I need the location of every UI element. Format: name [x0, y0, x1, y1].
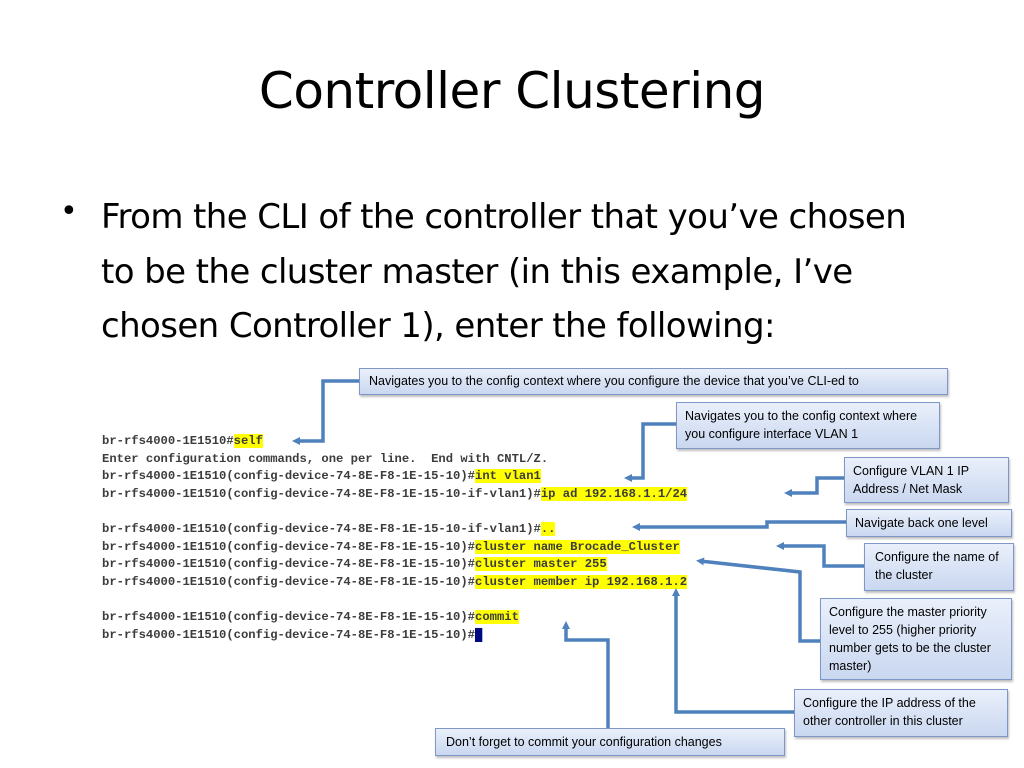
arrow-self	[292, 379, 359, 445]
callout-back: Navigate back one level	[846, 509, 1012, 537]
cli-line: br-rfs4000-1E1510(config-device-74-8E-F8…	[102, 574, 688, 592]
cli-line: br-rfs4000-1E1510(config-device-74-8E-F8…	[102, 556, 687, 574]
cli-prompt: br-rfs4000-1E1510(config-device-74-8E-F8…	[102, 574, 475, 589]
cli-line: br-rfs4000-1E1510(config-device-74-8E-F8…	[102, 539, 687, 557]
cli-command: ip ad 192.168.1.1/24	[540, 486, 688, 501]
arrow-cluster-member	[672, 588, 794, 714]
bullet-marker: •	[60, 194, 78, 229]
callout-self: Navigates you to the config context wher…	[359, 368, 948, 395]
bullet-text: From the CLI of the controller that you’…	[101, 197, 907, 346]
cli-line: br-rfs4000-1E1510(config-device-74-8E-F8…	[102, 627, 687, 645]
cli-command: cluster member ip 192.168.1.2	[475, 574, 688, 589]
cli-prompt: br-rfs4000-1E1510(config-device-74-8E-F8…	[102, 557, 475, 572]
callout-commit: Don’t forget to commit your configuratio…	[435, 728, 785, 756]
cli-blank-line	[102, 591, 687, 609]
cli-prompt: br-rfs4000-1E1510(config-device-74-8E-F8…	[102, 627, 475, 642]
callout-cluster-master: Configure the master priority level to 2…	[820, 598, 1012, 680]
cli-prompt: br-rfs4000-1E1510(config-device-74-8E-F8…	[102, 539, 475, 554]
cli-line: br-rfs4000-1E1510#self	[102, 433, 687, 451]
cli-cursor: █	[475, 627, 483, 642]
slide-title: Controller Clustering	[258, 62, 766, 120]
cli-command: cluster master 255	[475, 557, 607, 572]
cli-prompt: br-rfs4000-1E1510(config-device-74-8E-F8…	[102, 609, 475, 624]
arrow-ip-address	[784, 476, 844, 497]
callout-ip-address: Configure VLAN 1 IP Address / Net Mask	[844, 457, 1009, 503]
cli-line: Enter configuration commands, one per li…	[102, 451, 687, 469]
cli-prompt: br-rfs4000-1E1510(config-device-74-8E-F8…	[102, 521, 541, 536]
callout-cluster-name: Configure the name of the cluster	[864, 543, 1014, 591]
cli-line: br-rfs4000-1E1510(config-device-74-8E-F8…	[102, 521, 687, 539]
cli-line: br-rfs4000-1E1510(config-device-74-8E-F8…	[102, 468, 687, 486]
cli-prompt: Enter configuration commands, one per li…	[102, 451, 549, 466]
cli-prompt: br-rfs4000-1E1510(config-device-74-8E-F8…	[102, 469, 475, 484]
cli-command: self	[233, 434, 263, 448]
arrow-cluster-name	[776, 542, 864, 568]
cli-output: br-rfs4000-1E1510#self Enter configurati…	[102, 433, 688, 645]
cli-prompt: br-rfs4000-1E1510(config-device-74-8E-F8…	[102, 486, 541, 501]
cli-command: int vlan1	[475, 469, 541, 484]
cli-line: br-rfs4000-1E1510(config-device-74-8E-F8…	[102, 486, 688, 504]
cli-blank-line	[102, 503, 687, 521]
callout-int-vlan: Navigates you to the config context wher…	[676, 402, 940, 449]
cli-command: cluster name Brocade_Cluster	[475, 539, 680, 554]
cli-line: br-rfs4000-1E1510(config-device-74-8E-F8…	[102, 609, 687, 627]
callout-cluster-member: Configure the IP address of the other co…	[794, 689, 1008, 737]
cli-command: commit	[475, 609, 519, 624]
arrow-cluster-master	[696, 557, 820, 643]
cli-command: ..	[540, 521, 556, 536]
cli-prompt: br-rfs4000-1E1510#	[102, 434, 234, 448]
